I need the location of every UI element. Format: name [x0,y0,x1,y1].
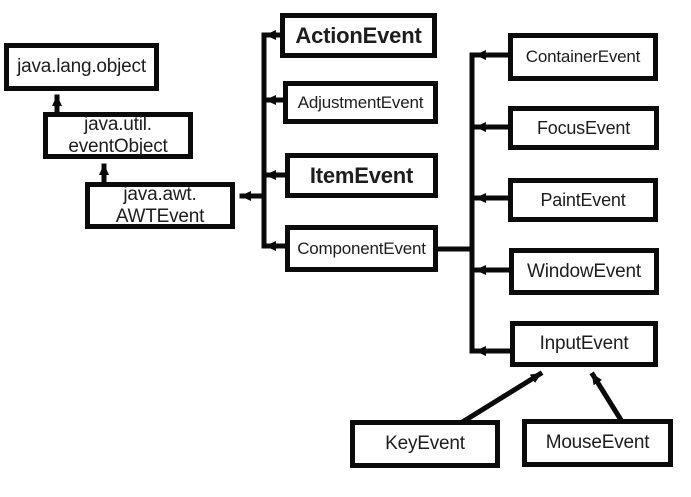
node-label: ContainerEvent [525,47,641,67]
node-label-line1: java.awt. [123,183,197,205]
node-java-lang-object: java.lang.object [4,43,159,91]
node-actionevent: ActionEvent [280,13,437,58]
node-label-line2: eventObject [68,135,168,157]
node-label: AdjustmentEvent [297,92,424,112]
node-adjustmentevent: AdjustmentEvent [283,81,438,124]
node-containerevent: ContainerEvent [508,33,658,81]
edge-keyevent-to-inputevent [460,370,544,425]
node-label: ComponentEvent [297,238,426,258]
edge-mouseevent-to-inputevent [589,371,625,424]
node-label: ActionEvent [295,22,422,48]
node-focusevent: FocusEvent [508,106,659,150]
node-java-awt-awtevent: java.awt. AWTEvent [85,182,235,229]
node-windowevent: WindowEvent [509,248,659,295]
node-label: FocusEvent [536,117,631,138]
node-label: WindowEvent [527,260,641,282]
node-label: KeyEvent [385,433,465,455]
node-java-util-eventobject: java.util. eventObject [43,112,193,159]
node-label-line1: java.util. [84,113,152,135]
node-keyevent: KeyEvent [350,420,500,468]
node-label: PaintEvent [540,189,626,210]
node-itemevent: ItemEvent [285,153,438,198]
node-inputevent: InputEvent [510,321,658,367]
node-label: MouseEvent [545,432,650,454]
node-label: InputEvent [539,333,629,355]
node-mouseevent: MouseEvent [522,419,673,467]
node-label: ItemEvent [309,162,414,188]
node-label: java.lang.object [17,56,146,78]
node-paintevent: PaintEvent [508,178,658,222]
node-label-line2: AWTEvent [115,205,205,227]
node-componentevent: ComponentEvent [285,225,438,272]
